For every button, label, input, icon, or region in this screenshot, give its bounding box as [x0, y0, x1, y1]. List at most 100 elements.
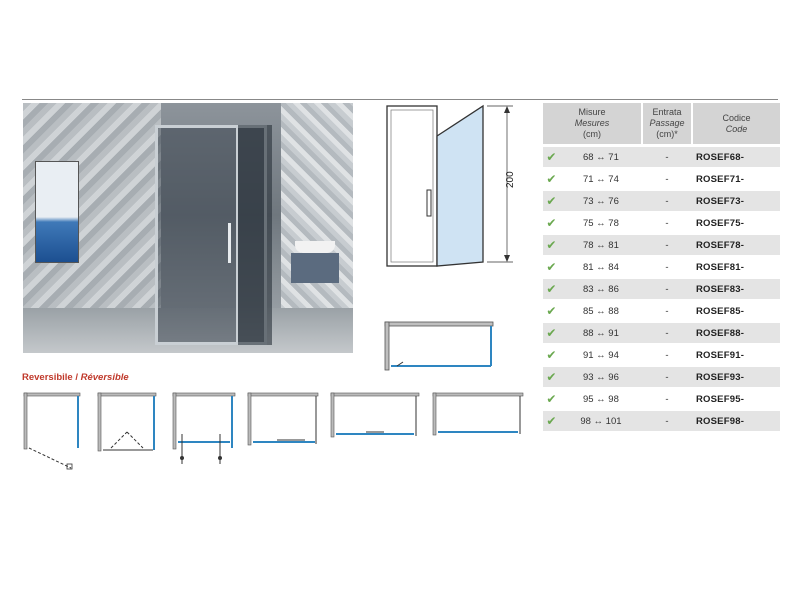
door-handle-drawing [426, 189, 432, 217]
code-cell: ROSEF71- [692, 168, 780, 191]
reversible-separator: / [72, 372, 81, 383]
header-misure: Misure Mesures (cm) [543, 103, 643, 147]
measure-cell: 91 ↔ 94 [559, 344, 642, 367]
technical-drawing: 200 [386, 104, 516, 267]
check-icon: ✔ [543, 168, 560, 191]
code-cell: ROSEF68- [692, 145, 780, 169]
reversible-label: Reversibile / Réversible [22, 372, 129, 383]
plan-wall-top [384, 321, 494, 327]
check-icon: ✔ [543, 190, 560, 213]
side-panel [236, 125, 272, 345]
reversible-it: Reversibile [22, 372, 73, 383]
code-cell: ROSEF73- [692, 190, 780, 213]
table-row: ✔98 ↔ 101-ROSEF98- [543, 410, 780, 433]
table-row: ✔95 ↔ 98-ROSEF95- [543, 388, 780, 411]
passage-cell: - [642, 300, 692, 323]
shower-enclosure [155, 125, 272, 345]
measure-cell: 93 ↔ 96 [559, 366, 642, 389]
table-row: ✔81 ↔ 84-ROSEF81- [543, 256, 780, 279]
door-frame [386, 105, 438, 267]
code-cell: ROSEF78- [692, 234, 780, 257]
config-diagram-5 [330, 392, 420, 438]
table-body: ✔68 ↔ 71-ROSEF68-✔71 ↔ 74-ROSEF71-✔73 ↔ … [543, 145, 780, 433]
check-icon: ✔ [543, 344, 560, 367]
measure-cell: 68 ↔ 71 [559, 145, 642, 169]
passage-cell: - [642, 278, 692, 301]
code-cell: ROSEF88- [692, 322, 780, 345]
passage-cell: - [642, 322, 692, 345]
check-icon: ✔ [543, 145, 560, 169]
check-icon: ✔ [543, 256, 560, 279]
table-row: ✔71 ↔ 74-ROSEF71- [543, 168, 780, 191]
passage-cell: - [642, 256, 692, 279]
measure-cell: 75 ↔ 78 [559, 212, 642, 235]
passage-cell: - [642, 234, 692, 257]
config-diagram-1 [23, 392, 81, 470]
table-row: ✔85 ↔ 88-ROSEF85- [543, 300, 780, 323]
passage-cell: - [642, 145, 692, 169]
check-icon: ✔ [543, 410, 560, 433]
table-row: ✔93 ↔ 96-ROSEF93- [543, 366, 780, 389]
config-diagram-4 [247, 392, 319, 446]
check-icon: ✔ [543, 278, 560, 301]
washbasin [295, 241, 335, 253]
table-row: ✔78 ↔ 81-ROSEF78- [543, 234, 780, 257]
check-icon: ✔ [543, 234, 560, 257]
passage-cell: - [642, 168, 692, 191]
measure-cell: 73 ↔ 76 [559, 190, 642, 213]
table-row: ✔88 ↔ 91-ROSEF88- [543, 322, 780, 345]
code-cell: ROSEF85- [692, 300, 780, 323]
config-diagram-2 [97, 392, 157, 452]
height-dimension-label: 200 [505, 171, 516, 188]
table-header-row: Misure Mesures (cm) Entrata Passage (cm)… [543, 103, 780, 147]
measure-cell: 88 ↔ 91 [559, 322, 642, 345]
code-cell: ROSEF83- [692, 278, 780, 301]
code-cell: ROSEF95- [692, 388, 780, 411]
measure-cell: 81 ↔ 84 [559, 256, 642, 279]
wall-art [35, 161, 79, 263]
measure-cell: 78 ↔ 81 [559, 234, 642, 257]
vanity-cabinet [291, 253, 339, 283]
header-codice: Codice Code [692, 103, 780, 147]
header-entrata: Entrata Passage (cm)* [642, 103, 693, 147]
code-cell: ROSEF91- [692, 344, 780, 367]
measure-cell: 83 ↔ 86 [559, 278, 642, 301]
check-icon: ✔ [543, 366, 560, 389]
plan-view [384, 321, 494, 371]
spec-table: Misure Mesures (cm) Entrata Passage (cm)… [543, 103, 780, 433]
passage-cell: - [642, 344, 692, 367]
check-icon: ✔ [543, 212, 560, 235]
check-icon: ✔ [543, 322, 560, 345]
table-row: ✔68 ↔ 71-ROSEF68- [543, 145, 780, 169]
check-icon: ✔ [543, 388, 560, 411]
config-diagram-6 [432, 392, 524, 436]
code-cell: ROSEF75- [692, 212, 780, 235]
code-cell: ROSEF81- [692, 256, 780, 279]
arrow-head-top [504, 106, 510, 113]
passage-cell: - [642, 212, 692, 235]
product-photo [23, 103, 353, 353]
measure-cell: 95 ↔ 98 [559, 388, 642, 411]
table-row: ✔75 ↔ 78-ROSEF75- [543, 212, 780, 235]
passage-cell: - [642, 410, 692, 433]
top-rule [22, 99, 778, 100]
arrow-head-bottom [504, 255, 510, 262]
check-icon: ✔ [543, 300, 560, 323]
passage-cell: - [642, 190, 692, 213]
measure-cell: 71 ↔ 74 [559, 168, 642, 191]
plan-hinge [396, 361, 404, 367]
code-cell: ROSEF98- [692, 410, 780, 433]
reversible-fr: Réversible [80, 372, 129, 383]
config-diagram-3 [172, 392, 236, 464]
passage-cell: - [642, 366, 692, 389]
table-row: ✔91 ↔ 94-ROSEF91- [543, 344, 780, 367]
measure-cell: 98 ↔ 101 [559, 410, 642, 433]
door-handle [228, 223, 231, 263]
passage-cell: - [642, 388, 692, 411]
door-glass [390, 109, 434, 263]
code-cell: ROSEF93- [692, 366, 780, 389]
measure-cell: 85 ↔ 88 [559, 300, 642, 323]
table-row: ✔73 ↔ 76-ROSEF73- [543, 190, 780, 213]
side-panel-drawing [436, 104, 484, 267]
table-row: ✔83 ↔ 86-ROSEF83- [543, 278, 780, 301]
